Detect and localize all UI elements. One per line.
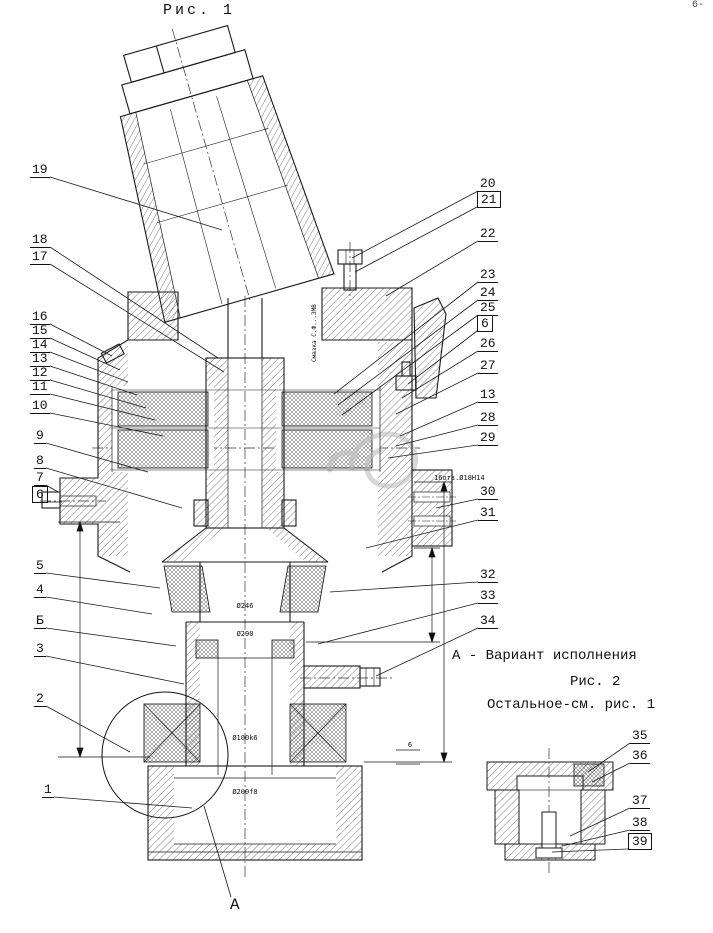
callout-33: 33: [478, 588, 498, 604]
callout-36: 36: [630, 748, 650, 764]
callout-27: 27: [478, 358, 498, 374]
callout-7: 7: [34, 470, 46, 486]
callout-10: 10: [30, 398, 50, 414]
callout-25: 25: [478, 300, 498, 316]
motor-unit: [119, 24, 335, 324]
detail-circle-a: [101, 691, 232, 898]
callout-19: 19: [30, 162, 50, 178]
callout-29: 29: [478, 430, 498, 446]
section-hatching: [60, 288, 452, 860]
callout-6: 6: [477, 315, 493, 332]
callout-35: 35: [630, 728, 650, 744]
pencil-mark: [327, 431, 418, 489]
callout-34: 34: [478, 613, 498, 629]
callout-17: 17: [30, 249, 50, 265]
callout-37: 37: [630, 793, 650, 809]
callout-6: 6: [32, 486, 48, 503]
dim-246: Ø246: [237, 602, 254, 610]
dim-six: 6: [408, 741, 412, 749]
callout-24: 24: [478, 285, 498, 301]
callout-30: 30: [478, 484, 498, 500]
callout-9: 9: [34, 428, 46, 444]
callout-13: 13: [478, 387, 498, 403]
dimension-texts: Ø246 Ø290 Ø100k6 Ø200f8 16отв.Ø18Н14 6 С…: [232, 304, 484, 796]
centerlines: [40, 242, 550, 878]
dim-290: Ø290: [237, 630, 254, 638]
dim-200f8: Ø200f8: [232, 788, 257, 796]
callout-Б: Б: [34, 613, 46, 629]
callout-23: 23: [478, 267, 498, 283]
detail-figure: [486, 761, 614, 861]
detail-marker-a: А: [230, 896, 240, 914]
callout-21: 21: [477, 191, 501, 208]
callout-31: 31: [478, 505, 498, 521]
figure-title: Рис. 1: [163, 2, 236, 19]
corner-mark: 6-: [692, 0, 705, 11]
callout-8: 8: [34, 453, 46, 469]
variant-note: А - Вариант исполнения: [452, 648, 637, 664]
callout-18: 18: [30, 232, 50, 248]
callout-11: 11: [30, 379, 50, 395]
callout-1: 1: [42, 782, 54, 798]
grease-note: Смазка С.Ф...3МВ: [311, 304, 318, 362]
callout-22: 22: [478, 226, 498, 242]
callout-16: 16: [30, 309, 50, 325]
callout-15: 15: [30, 323, 50, 339]
callout-2: 2: [34, 691, 46, 707]
callout-20: 20: [478, 176, 498, 192]
callout-28: 28: [478, 410, 498, 426]
callout-4: 4: [34, 582, 46, 598]
callout-32: 32: [478, 567, 498, 583]
callout-38: 38: [630, 815, 650, 831]
dim-holes: 16отв.Ø18Н14: [434, 474, 485, 482]
callout-26: 26: [478, 336, 498, 352]
dim-100k6: Ø100k6: [232, 734, 257, 742]
callout-12: 12: [30, 365, 50, 381]
callout-3: 3: [34, 641, 46, 657]
detail-figure-title: Рис. 2: [570, 674, 621, 690]
callout-13: 13: [30, 351, 50, 367]
callout-5: 5: [34, 558, 46, 574]
callout-14: 14: [30, 337, 50, 353]
rest-note: Остальное-см. рис. 1: [487, 697, 656, 713]
callout-39: 39: [628, 833, 652, 850]
